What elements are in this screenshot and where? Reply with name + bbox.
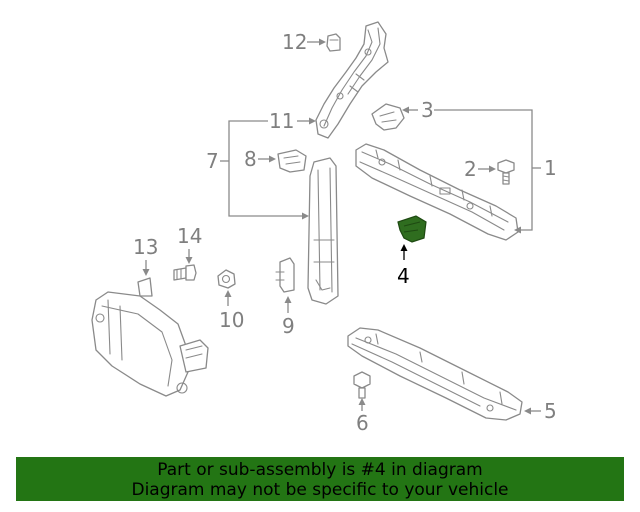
callout-9-group: 9 (282, 296, 295, 338)
callout-5-group: 5 (524, 399, 557, 423)
callout-4-group: 4 (397, 244, 410, 288)
banner-line-2: Diagram may not be specific to your vehi… (131, 480, 509, 500)
callout-2: 2 (464, 157, 477, 181)
callout-7-group: 7 (206, 120, 309, 220)
callout-8-group: 8 (244, 147, 276, 171)
callout-14-group: 14 (177, 224, 202, 264)
parts-diagram: 12 11 7 8 (91, 21, 557, 435)
part-5-lower-support[interactable] (347, 327, 523, 421)
part-vertical-support[interactable] (307, 157, 339, 305)
callout-13-group: 13 (133, 235, 158, 276)
callout-14: 14 (177, 224, 202, 248)
part-11-support-bracket[interactable] (315, 21, 389, 139)
callout-2-group: 2 (464, 157, 496, 181)
part-8-bracket[interactable] (277, 149, 307, 173)
part-13-sensor-module[interactable] (91, 277, 209, 397)
callout-3: 3 (421, 98, 434, 122)
callout-3-group: 3 (402, 98, 434, 122)
callout-10-group: 10 (219, 290, 244, 332)
banner-line-1: Part or sub-assembly is #4 in diagram (157, 460, 483, 480)
callout-12: 12 (282, 30, 307, 54)
info-banner: Part or sub-assembly is #4 in diagram Di… (16, 457, 624, 501)
part-12-clip[interactable] (326, 33, 341, 52)
callout-6: 6 (356, 411, 369, 435)
callout-12-group: 12 (282, 30, 326, 54)
part-6-bolt[interactable] (353, 371, 371, 399)
callout-11-group: 11 (269, 109, 316, 133)
callout-1-group: 1 (434, 109, 557, 234)
part-14-bolt[interactable] (173, 264, 197, 281)
callout-10: 10 (219, 308, 244, 332)
callout-7: 7 (206, 149, 219, 173)
callout-13: 13 (133, 235, 158, 259)
callout-6-group: 6 (356, 398, 369, 435)
callout-8: 8 (244, 147, 257, 171)
part-2-bolt[interactable] (497, 159, 515, 185)
callout-4: 4 (397, 264, 410, 288)
part-4-bracket-highlighted[interactable] (397, 215, 427, 243)
callout-1: 1 (544, 156, 557, 180)
part-10-nut[interactable] (217, 269, 236, 289)
callout-5: 5 (544, 399, 557, 423)
callout-9: 9 (282, 314, 295, 338)
callout-11: 11 (269, 109, 294, 133)
part-9-bracket[interactable] (275, 257, 295, 293)
part-3-bracket[interactable] (371, 103, 405, 131)
part-1-upper-support[interactable] (355, 143, 519, 241)
